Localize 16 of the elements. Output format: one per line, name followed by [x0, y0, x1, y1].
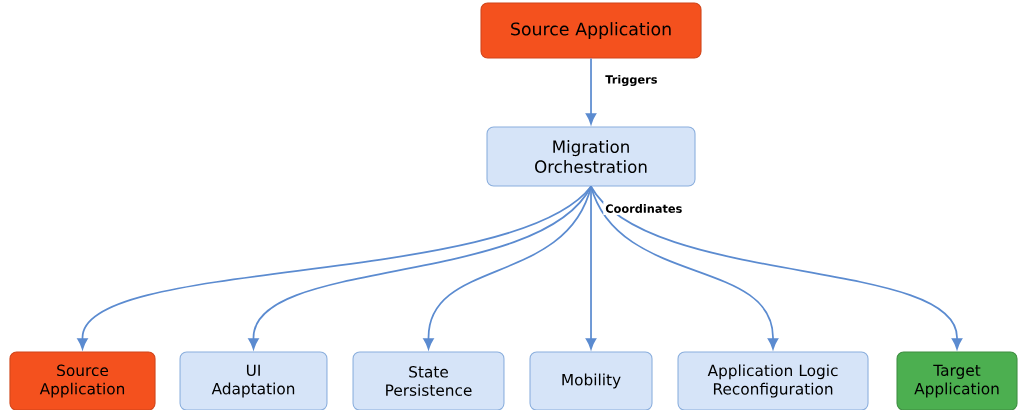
arrow [77, 185, 592, 350]
arrow [248, 185, 592, 350]
process-box: Application Logic Reconfiguration [677, 351, 869, 410]
arrow [585, 185, 597, 350]
process-box: UI Adaptation [179, 351, 328, 410]
process-box: State Persistence [352, 351, 505, 410]
edge-label: Coordinates [605, 204, 682, 213]
process-box: Target Application [896, 351, 1018, 410]
process-box: Mobility [529, 351, 653, 410]
arrow [585, 57, 597, 125]
process-box: Source Application [480, 2, 702, 59]
process-box: Source Application [9, 351, 156, 410]
process-box: Migration Orchestration [486, 126, 696, 187]
arrow [590, 185, 779, 350]
arrow [590, 185, 963, 350]
edge-label: Triggers [605, 74, 657, 87]
